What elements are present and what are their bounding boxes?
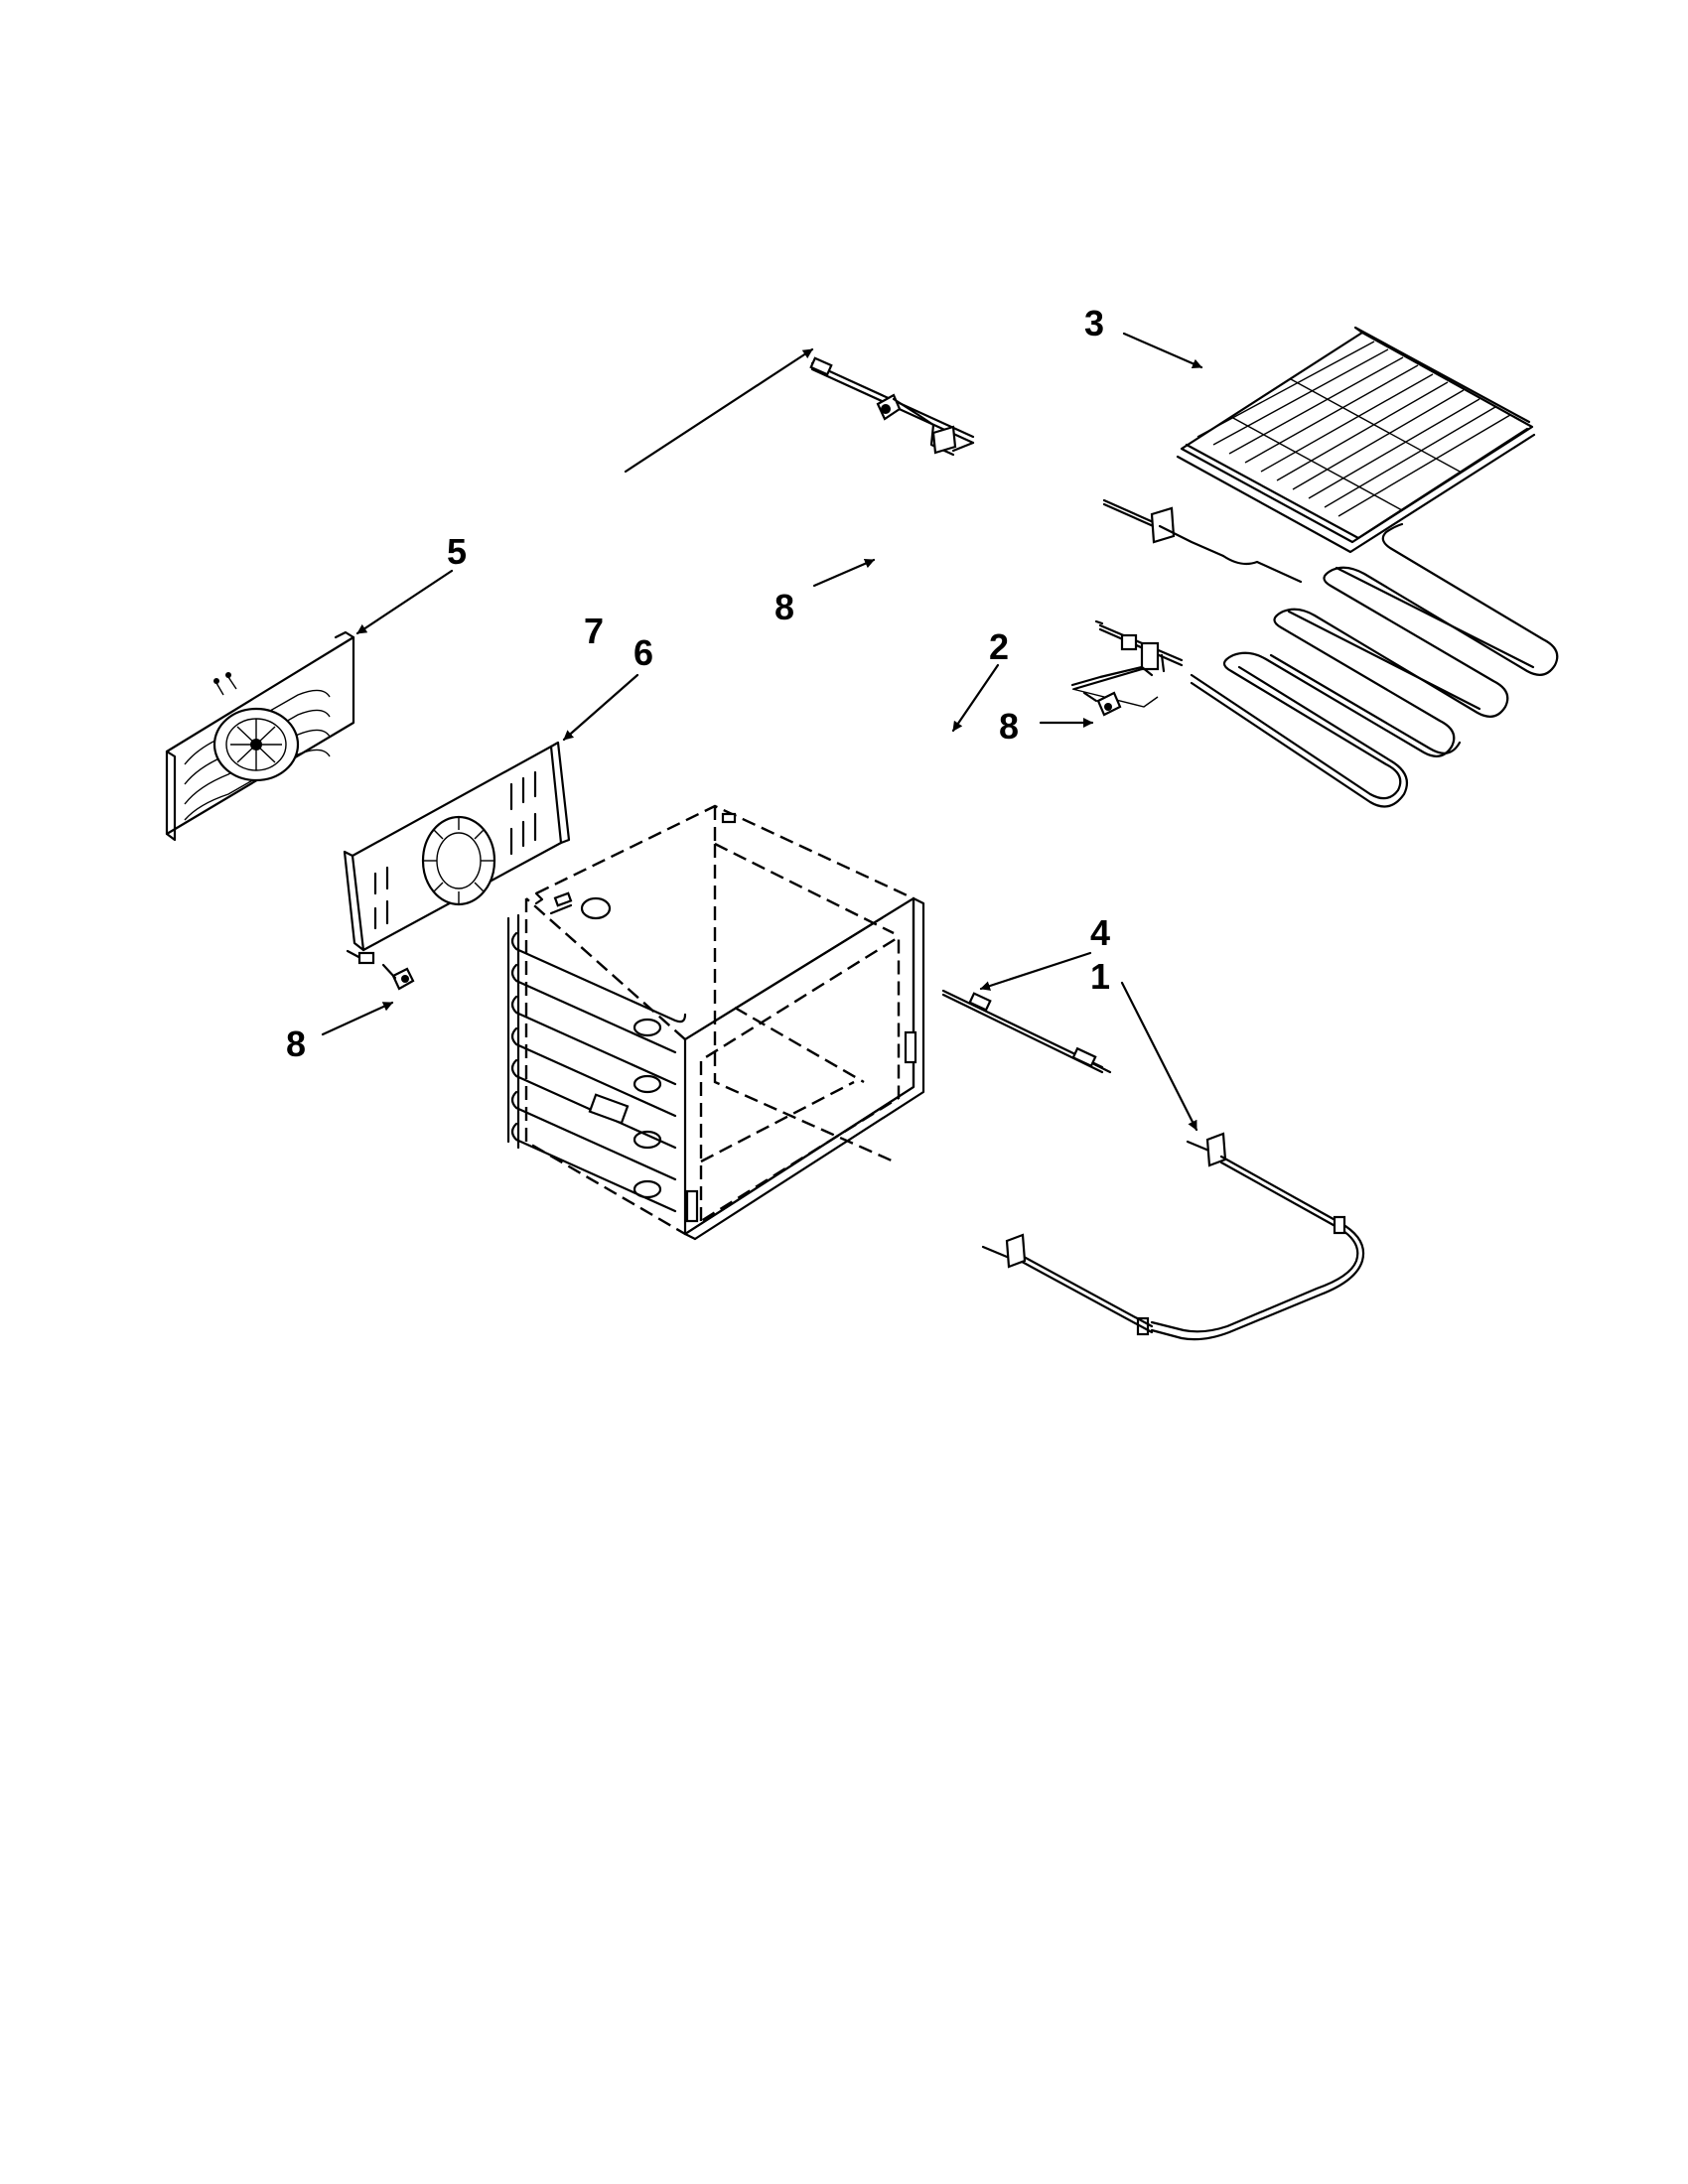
broil-element — [1070, 498, 1559, 808]
callout-labels: 3 5 7 8 6 2 8 4 1 8 — [286, 303, 1110, 1064]
callout-8-lower-left: 8 — [286, 1024, 306, 1064]
callout-6: 6 — [633, 632, 653, 673]
callout-1: 1 — [1090, 956, 1110, 997]
screw-sensor — [876, 393, 920, 421]
screw-lower-left — [381, 963, 415, 991]
convection-fan-cover — [343, 741, 571, 965]
callout-2: 2 — [989, 626, 1009, 667]
callout-8-broil: 8 — [999, 706, 1019, 747]
callout-8-sensor: 8 — [774, 587, 794, 627]
temperature-probe — [941, 989, 1112, 1074]
convection-fan-assembly — [165, 630, 355, 842]
screw-broil — [1082, 691, 1122, 717]
oven-rack — [1176, 326, 1536, 554]
callout-5: 5 — [447, 531, 467, 572]
callout-arrows — [321, 332, 1203, 1132]
callout-4: 4 — [1090, 912, 1110, 953]
bake-element — [981, 1132, 1365, 1341]
callout-7: 7 — [584, 611, 604, 651]
callout-3: 3 — [1084, 303, 1104, 343]
oven-cavity — [506, 804, 925, 1241]
